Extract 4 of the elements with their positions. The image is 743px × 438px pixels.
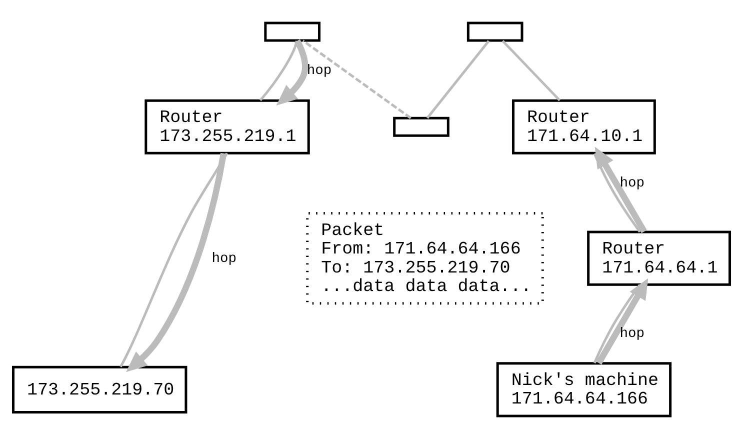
edge-label: hop (620, 176, 645, 192)
edge-label: hop (620, 326, 645, 342)
edge-label: hop (306, 64, 332, 79)
edge-label: hop (212, 251, 237, 266)
